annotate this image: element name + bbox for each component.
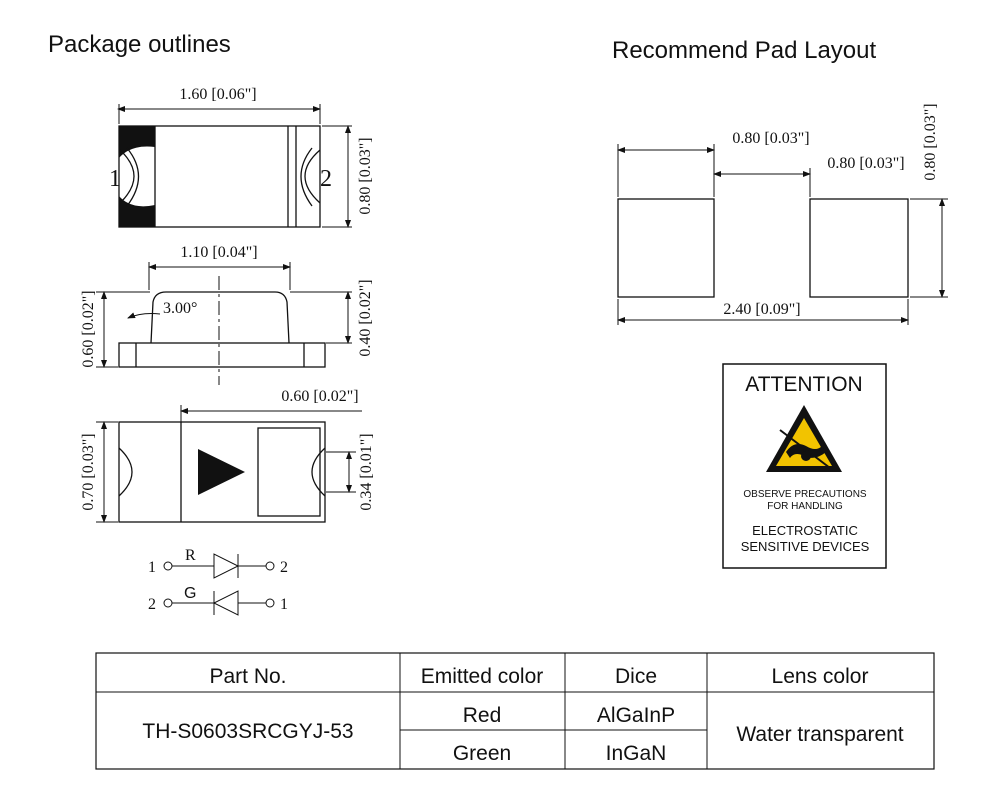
lens-dome	[150, 291, 290, 344]
top-length-label: 1.60 [0.06"]	[179, 86, 256, 103]
top-body	[118, 125, 321, 228]
draft-angle-label: 3.00°	[163, 300, 197, 317]
red-left-pin: 1	[148, 559, 156, 576]
gap-dim-label: 0.80 [0.03"]	[827, 155, 904, 172]
bottom-body	[118, 421, 326, 523]
part-number-cell: TH-S0603SRCGYJ-53	[142, 720, 353, 743]
right-pad	[809, 198, 909, 298]
green-diode-icon	[212, 590, 239, 616]
row-green-dice: InGaN	[606, 742, 667, 765]
top-view: 1.60 [0.06"] 1 2 0.80 [0.03"]	[109, 86, 374, 228]
top-height-label: 0.80 [0.03"]	[357, 137, 374, 214]
esd-attention-box: ATTENTION OBSERVE PRECAUTIONS FOR HANDLI…	[722, 363, 887, 569]
notch-label: 0.34 [0.01"]	[358, 433, 375, 510]
left-pad	[617, 198, 715, 298]
total-height-label: 0.60 [0.02"]	[80, 290, 97, 367]
pin1-label: 1	[109, 166, 121, 192]
pad-width-label: 0.60 [0.02"]	[281, 388, 358, 405]
green-right-pin: 1	[280, 596, 288, 613]
total-width-dim-label: 2.40 [0.09"]	[723, 301, 800, 318]
esd-warning-icon	[766, 405, 842, 472]
schematic: 1 2 R 2 1 G	[148, 547, 288, 616]
bottom-view: 0.60 [0.02"] 0.70 [0.03"] 0.34 [0.01"]	[80, 388, 375, 523]
pad-layout: 0.80 [0.03"] 0.80 [0.03"] 2.40 [0.09"] 0…	[617, 103, 948, 325]
side-view: 1.10 [0.04"] 3.00° 0.60 [0.02"] 0.40 [0.…	[80, 244, 374, 385]
attention-line3: ELECTROSTATIC	[752, 523, 858, 538]
red-right-pin: 2	[280, 559, 288, 576]
attention-title: ATTENTION	[745, 373, 862, 396]
body-height-label: 0.70 [0.03"]	[80, 433, 97, 510]
pad-height-dim-label: 0.80 [0.03"]	[922, 103, 939, 180]
red-label: R	[185, 547, 196, 564]
green-left-pin: 2	[148, 596, 156, 613]
header-part-no: Part No.	[209, 665, 286, 688]
green-label: G	[184, 585, 196, 602]
row-green-color: Green	[453, 742, 511, 765]
lens-height-label: 0.40 [0.02"]	[357, 279, 374, 356]
attention-line1: OBSERVE PRECAUTIONS	[743, 489, 867, 500]
polarity-triangle-icon	[198, 449, 245, 495]
lens-color-cell: Water transparent	[736, 723, 903, 746]
pad-layout-title: Recommend Pad Layout	[612, 37, 876, 64]
part-table: Part No. Emitted color Dice Lens color T…	[95, 652, 935, 770]
substrate	[118, 342, 326, 368]
row-red-color: Red	[463, 704, 502, 727]
header-emitted-color: Emitted color	[421, 665, 544, 688]
cathode-mark	[119, 126, 155, 158]
row-red-dice: AlGaInP	[597, 704, 675, 727]
attention-line2: FOR HANDLING	[767, 501, 843, 512]
attention-line4: SENSITIVE DEVICES	[741, 539, 870, 554]
package-outlines-title: Package outlines	[48, 31, 231, 58]
lens-width-label: 1.10 [0.04"]	[180, 244, 257, 261]
header-lens-color: Lens color	[772, 665, 869, 688]
header-dice: Dice	[615, 665, 657, 688]
pad-width-dim-label: 0.80 [0.03"]	[732, 130, 809, 147]
pin2-label: 2	[320, 166, 332, 192]
red-diode-icon	[213, 553, 240, 579]
